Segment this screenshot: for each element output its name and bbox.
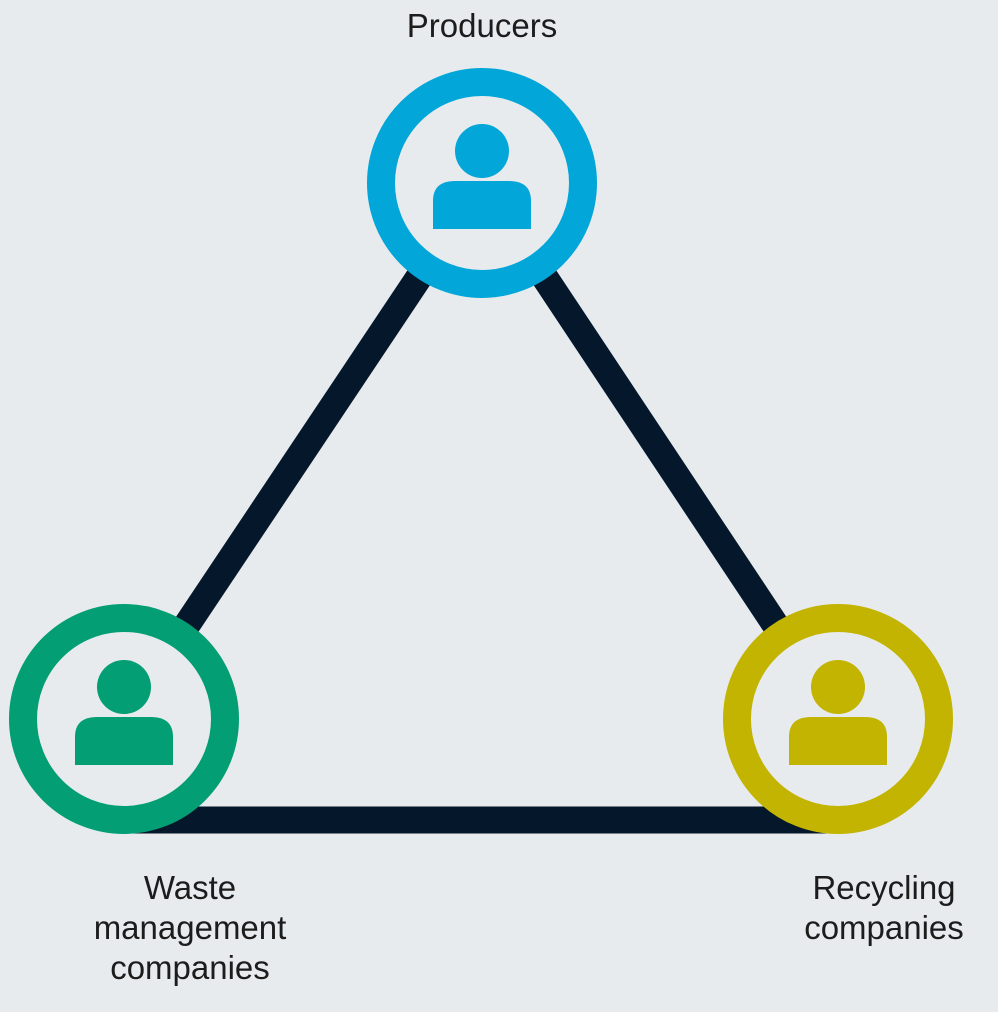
label-line: management <box>93 909 287 946</box>
label-line: Producers <box>406 7 558 44</box>
label-recycling: Recycling companies <box>770 868 998 948</box>
person-icon <box>789 660 887 765</box>
label-line: companies <box>804 909 964 946</box>
person-icon <box>75 660 173 765</box>
person-icon <box>433 124 531 229</box>
label-line: Waste <box>143 869 237 906</box>
node-waste-management <box>9 604 239 834</box>
node-recycling <box>723 604 953 834</box>
label-line: Recycling <box>812 869 956 906</box>
label-producers: Producers <box>340 6 624 46</box>
node-producers <box>367 68 597 298</box>
label-line: companies <box>110 949 270 986</box>
label-waste-management: Waste management companies <box>40 868 340 988</box>
